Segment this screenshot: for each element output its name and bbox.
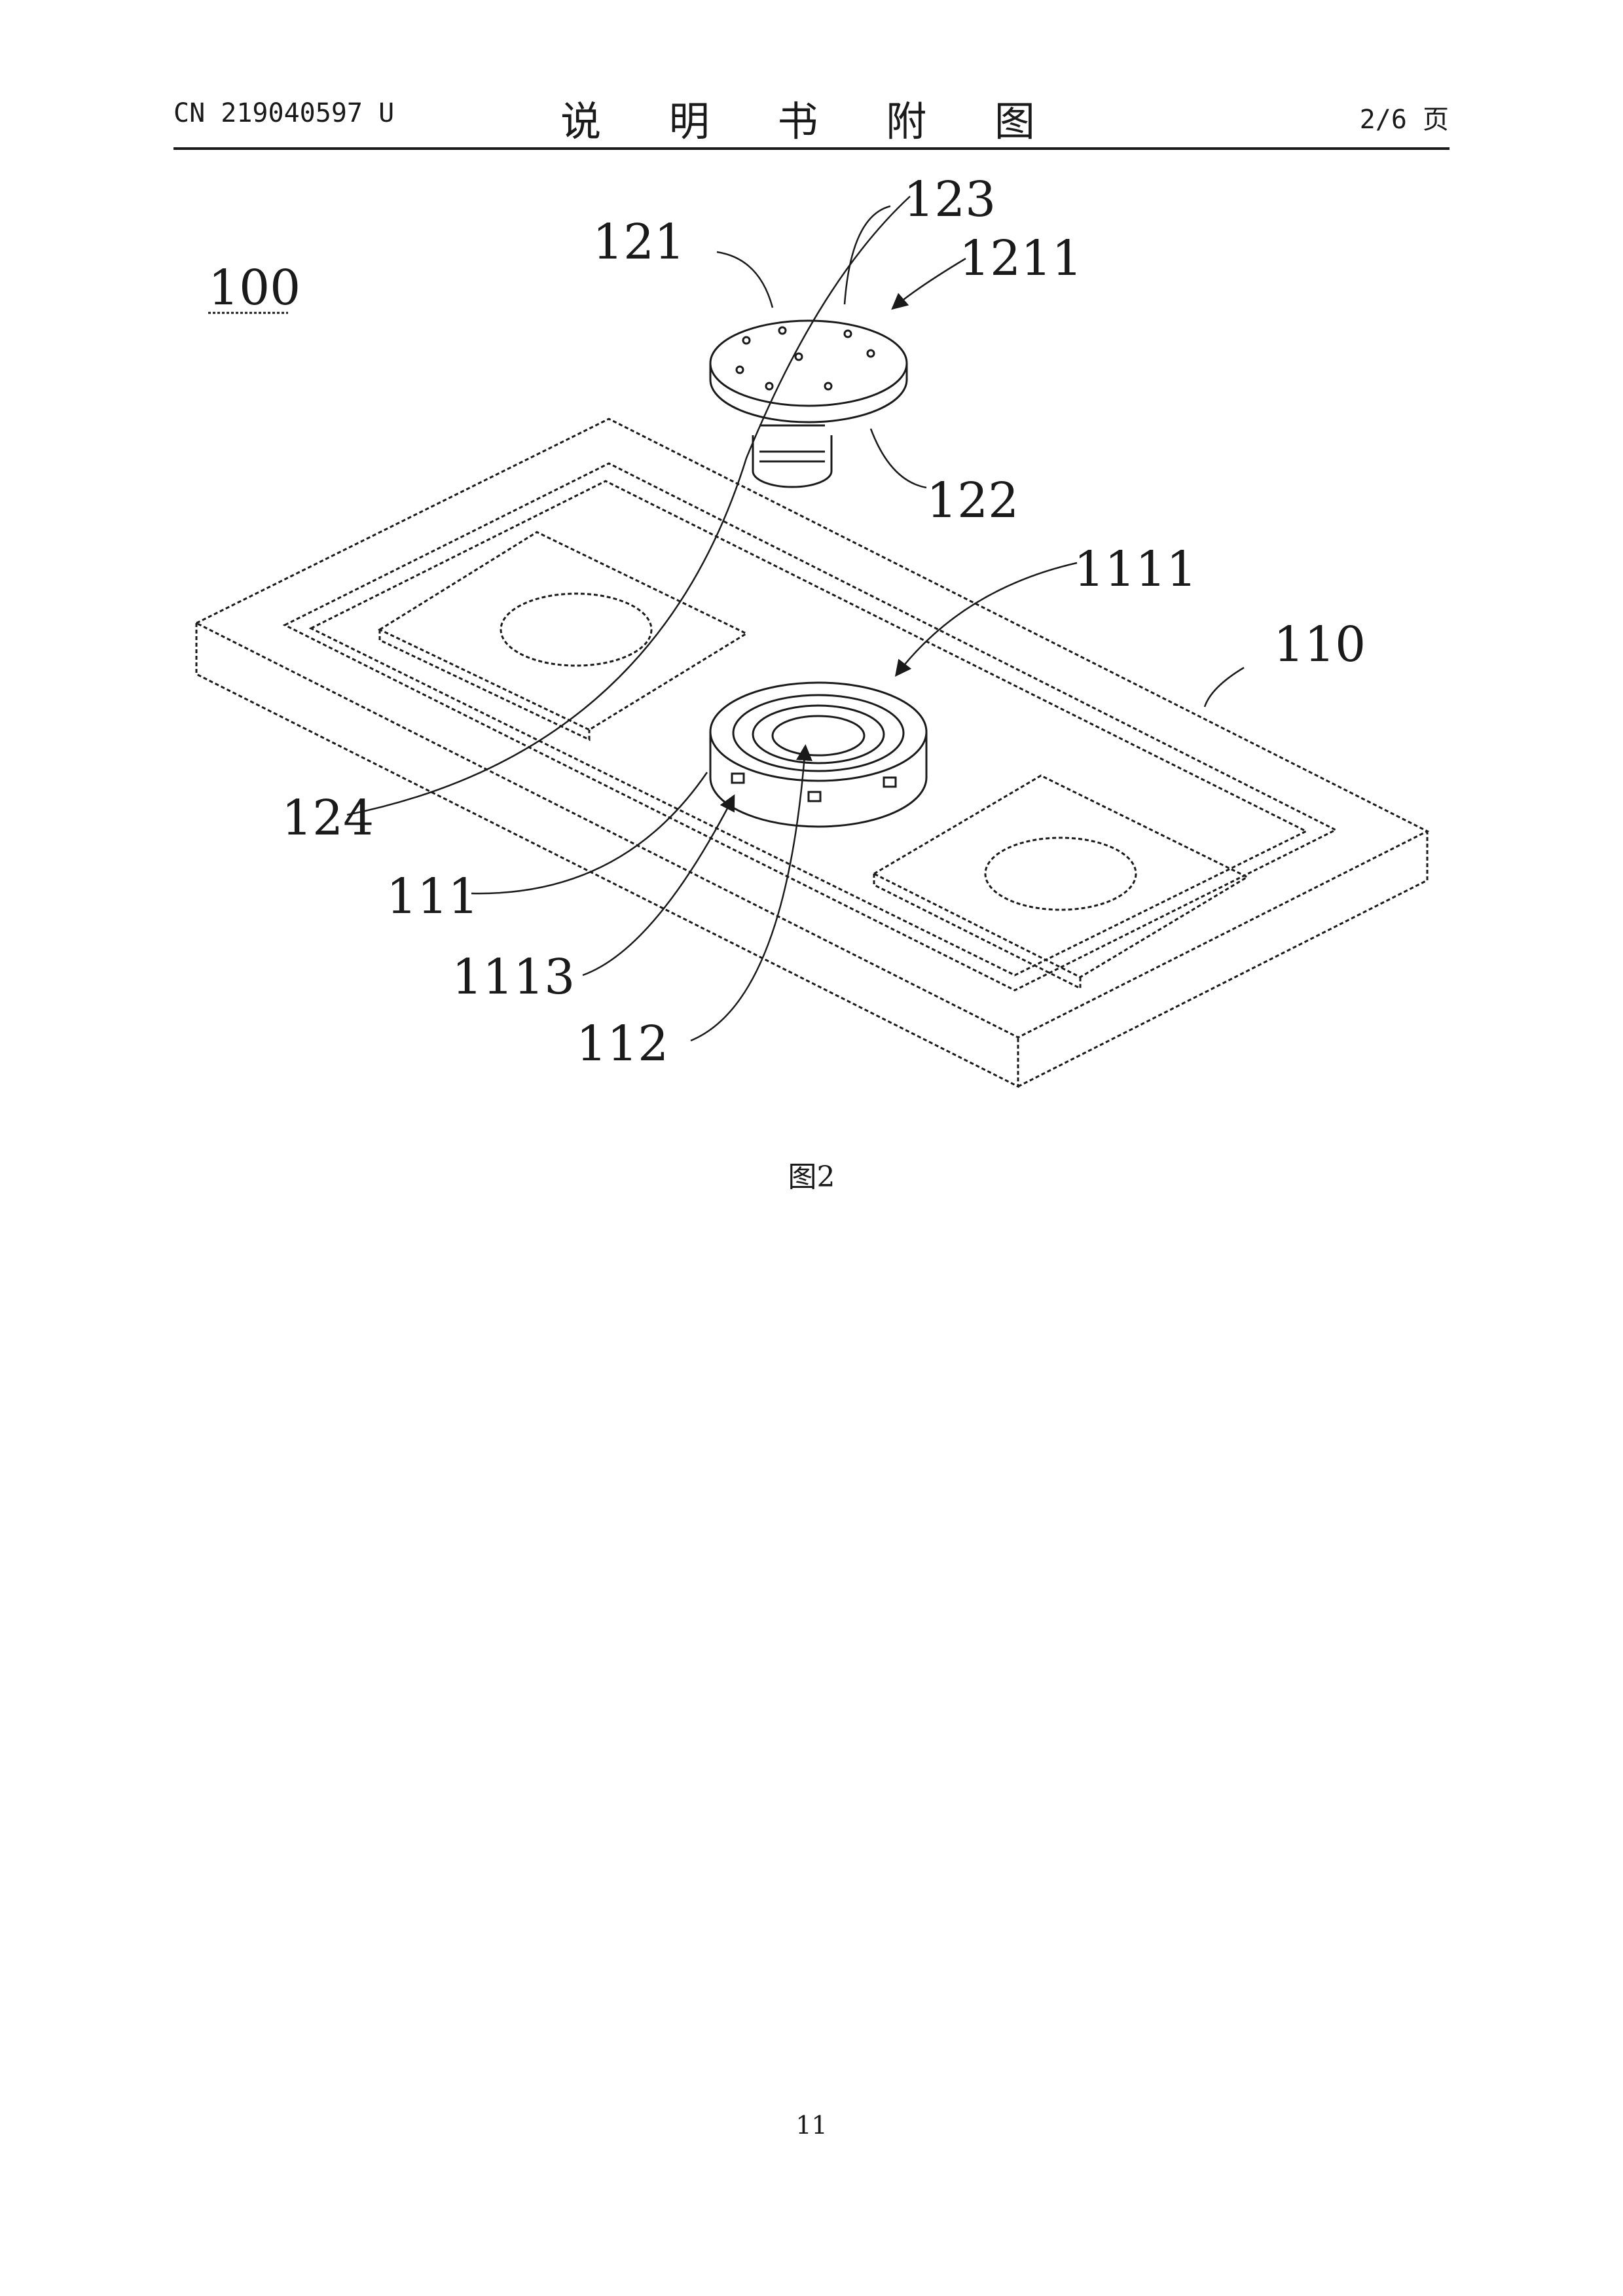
page-count: 2/6 页	[1359, 105, 1449, 135]
plug-drawing	[709, 319, 908, 488]
label-123: 123	[903, 171, 996, 228]
label-121: 121	[593, 214, 685, 270]
label-1113: 1113	[452, 949, 575, 1005]
reference-numerals: 100 121 123 1211 122 1111 110 124 111 11…	[208, 171, 1366, 1072]
document-title: 说 明 书 附 图	[560, 98, 1063, 145]
label-100: 100	[208, 260, 301, 316]
leader-lines	[346, 196, 1245, 1042]
page-number: 11	[795, 2111, 828, 2140]
publication-number: CN 219040597 U	[173, 98, 395, 128]
header-rule	[173, 147, 1450, 150]
label-1211: 1211	[959, 230, 1082, 287]
label-110: 110	[1273, 617, 1366, 673]
figure-caption: 图2	[788, 1160, 835, 1194]
socket-drawing	[709, 681, 928, 828]
label-112: 112	[576, 1016, 668, 1072]
label-1111: 1111	[1074, 541, 1197, 598]
label-124: 124	[282, 790, 374, 846]
base-tray-drawing	[194, 418, 1430, 1088]
label-122: 122	[926, 473, 1019, 529]
label-111: 111	[386, 869, 479, 925]
patent-figure-drawing: 100 121 123 1211 122 1111 110 124 111 11…	[194, 171, 1430, 1088]
